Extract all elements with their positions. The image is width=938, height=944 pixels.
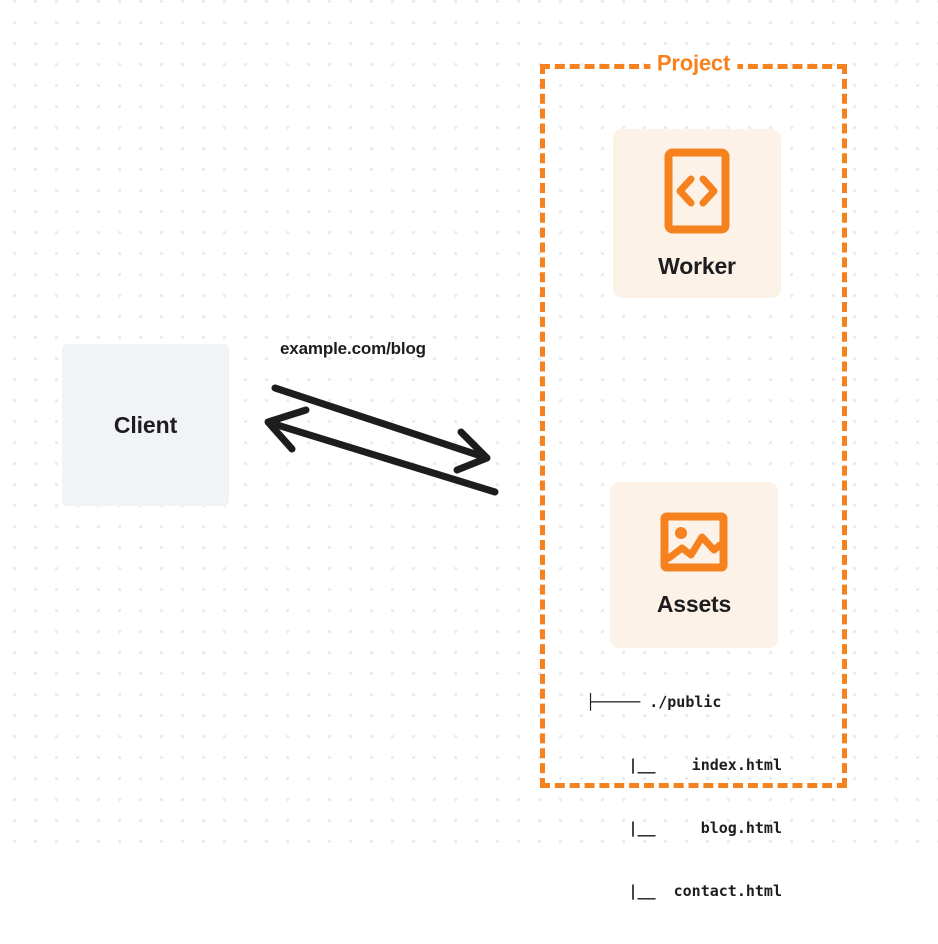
file-tree-row: |__ index.html (601, 756, 782, 774)
assets-card[interactable]: Assets (610, 482, 778, 648)
file-tree-row: |__ blog.html (601, 819, 782, 837)
request-arrow (271, 384, 491, 474)
client-node: Client (62, 344, 229, 506)
response-arrow (264, 406, 499, 496)
file-tree-row: ├───── ./public (586, 693, 722, 711)
diagram-canvas: Client example.com/blog Project Worker (0, 0, 938, 900)
worker-card[interactable]: Worker (613, 129, 781, 298)
project-group: Project (540, 50, 847, 788)
assets-card-label: Assets (656, 591, 732, 617)
assets-file-tree: ├───── ./public |__ index.html |__ blog.… (586, 650, 782, 944)
file-tree-row: |__ contact.html (601, 882, 782, 900)
worker-card-label: Worker (658, 252, 736, 279)
client-node-label: Client (113, 411, 178, 438)
project-group-title: Project (649, 50, 738, 77)
code-file-icon (664, 148, 730, 239)
connection-url-label: example.com/blog (280, 339, 426, 358)
image-icon (660, 512, 728, 577)
